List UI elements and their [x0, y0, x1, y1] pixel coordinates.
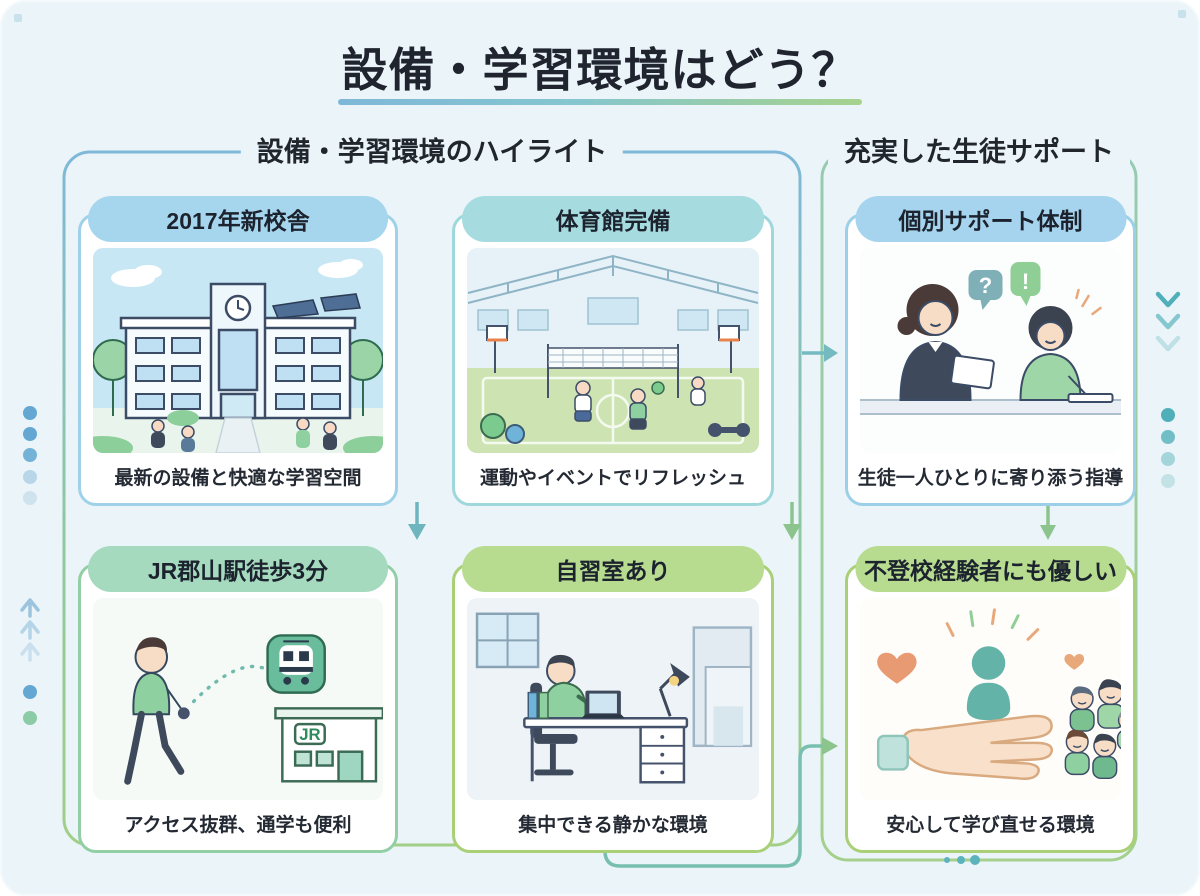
- down-arrow-middle: [783, 502, 801, 540]
- solar-panels-icon: [271, 293, 361, 319]
- left-chevrons-up-icon: [20, 598, 40, 662]
- card-new-building: 2017年新校舎: [78, 196, 398, 506]
- card-station-access-caption: アクセス抜群、通学も便利: [124, 815, 352, 836]
- teacher-student-counseling-illustration: ? !: [860, 248, 1121, 453]
- exclaim-bubble-icon: !: [1010, 262, 1041, 306]
- laptop-icon: [581, 690, 625, 719]
- open-hand-icon: [876, 714, 1054, 780]
- card-supportive-community-header: 不登校経験者にも優しい: [855, 546, 1126, 592]
- corner-mark-topleft: [14, 14, 22, 22]
- study-room-illustration: [467, 598, 759, 800]
- school-building-illustration: [93, 248, 383, 453]
- supported-person-icon: [966, 646, 1011, 721]
- support-group-label: 充実した生徒サポート: [828, 134, 1130, 170]
- card-gymnasium-header: 体育館完備: [462, 196, 764, 242]
- card-individual-support: 個別サポート体制 ? !: [845, 196, 1136, 506]
- card-station-access: JR郡山駅徒歩3分: [78, 546, 398, 853]
- dumbbell-icon: [708, 423, 750, 437]
- people-group: [1064, 679, 1121, 780]
- small-heart-icon: [1064, 653, 1085, 670]
- jr-station-building: [274, 707, 383, 783]
- svg-text:!: !: [1022, 269, 1029, 294]
- left-dots-decoration: [23, 406, 37, 725]
- card-study-room: 自習室あり: [452, 546, 774, 853]
- gymnasium-illustration: [467, 248, 759, 453]
- svg-text:?: ?: [979, 273, 992, 298]
- card-supportive-community-caption: 安心して学び直せる環境: [886, 815, 1095, 836]
- card-supportive-community: 不登校経験者にも優しい: [845, 546, 1136, 853]
- card-gymnasium: 体育館完備: [452, 196, 774, 506]
- card-individual-support-header: 個別サポート体制: [855, 196, 1126, 242]
- card-gymnasium-caption: 運動やイベントでリフレッシュ: [479, 468, 746, 489]
- office-chair-icon: [530, 682, 578, 776]
- card-individual-support-caption: 生徒一人ひとりに寄り添う指導: [857, 468, 1124, 489]
- card-new-building-header: 2017年新校舎: [88, 196, 388, 242]
- walk-to-station-illustration: JR: [93, 598, 383, 800]
- down-arrow-right: [1040, 505, 1056, 540]
- card-study-room-caption: 集中できる静かな環境: [518, 815, 708, 836]
- bottom-right-dots-decoration: [944, 855, 980, 865]
- heart-icon: [877, 652, 917, 684]
- question-bubble-icon: ?: [968, 270, 1003, 310]
- highlights-group-label: 設備・学習環境のハイライト: [240, 134, 624, 170]
- down-arrow-left: [408, 502, 426, 540]
- supportive-community-illustration: [860, 598, 1121, 800]
- page-title: 設備・学習環境はどう？: [341, 44, 859, 96]
- desk-lamp-icon: [658, 663, 690, 717]
- card-new-building-caption: 最新の設備と快適な学習空間: [114, 468, 362, 489]
- right-chevrons-down-icon: [1155, 291, 1181, 352]
- train-icon: [266, 634, 326, 694]
- corner-mark-topright: [1178, 10, 1186, 18]
- dotted-route-path: [191, 664, 268, 704]
- arrow-to-support-top: [802, 344, 838, 362]
- bottom-connector: [603, 737, 838, 868]
- right-dots-decoration: [1161, 408, 1175, 488]
- title-underline: [338, 99, 862, 105]
- card-study-room-header: 自習室あり: [462, 546, 764, 592]
- jr-logo: JR: [299, 725, 320, 744]
- card-station-access-header: JR郡山駅徒歩3分: [88, 546, 388, 592]
